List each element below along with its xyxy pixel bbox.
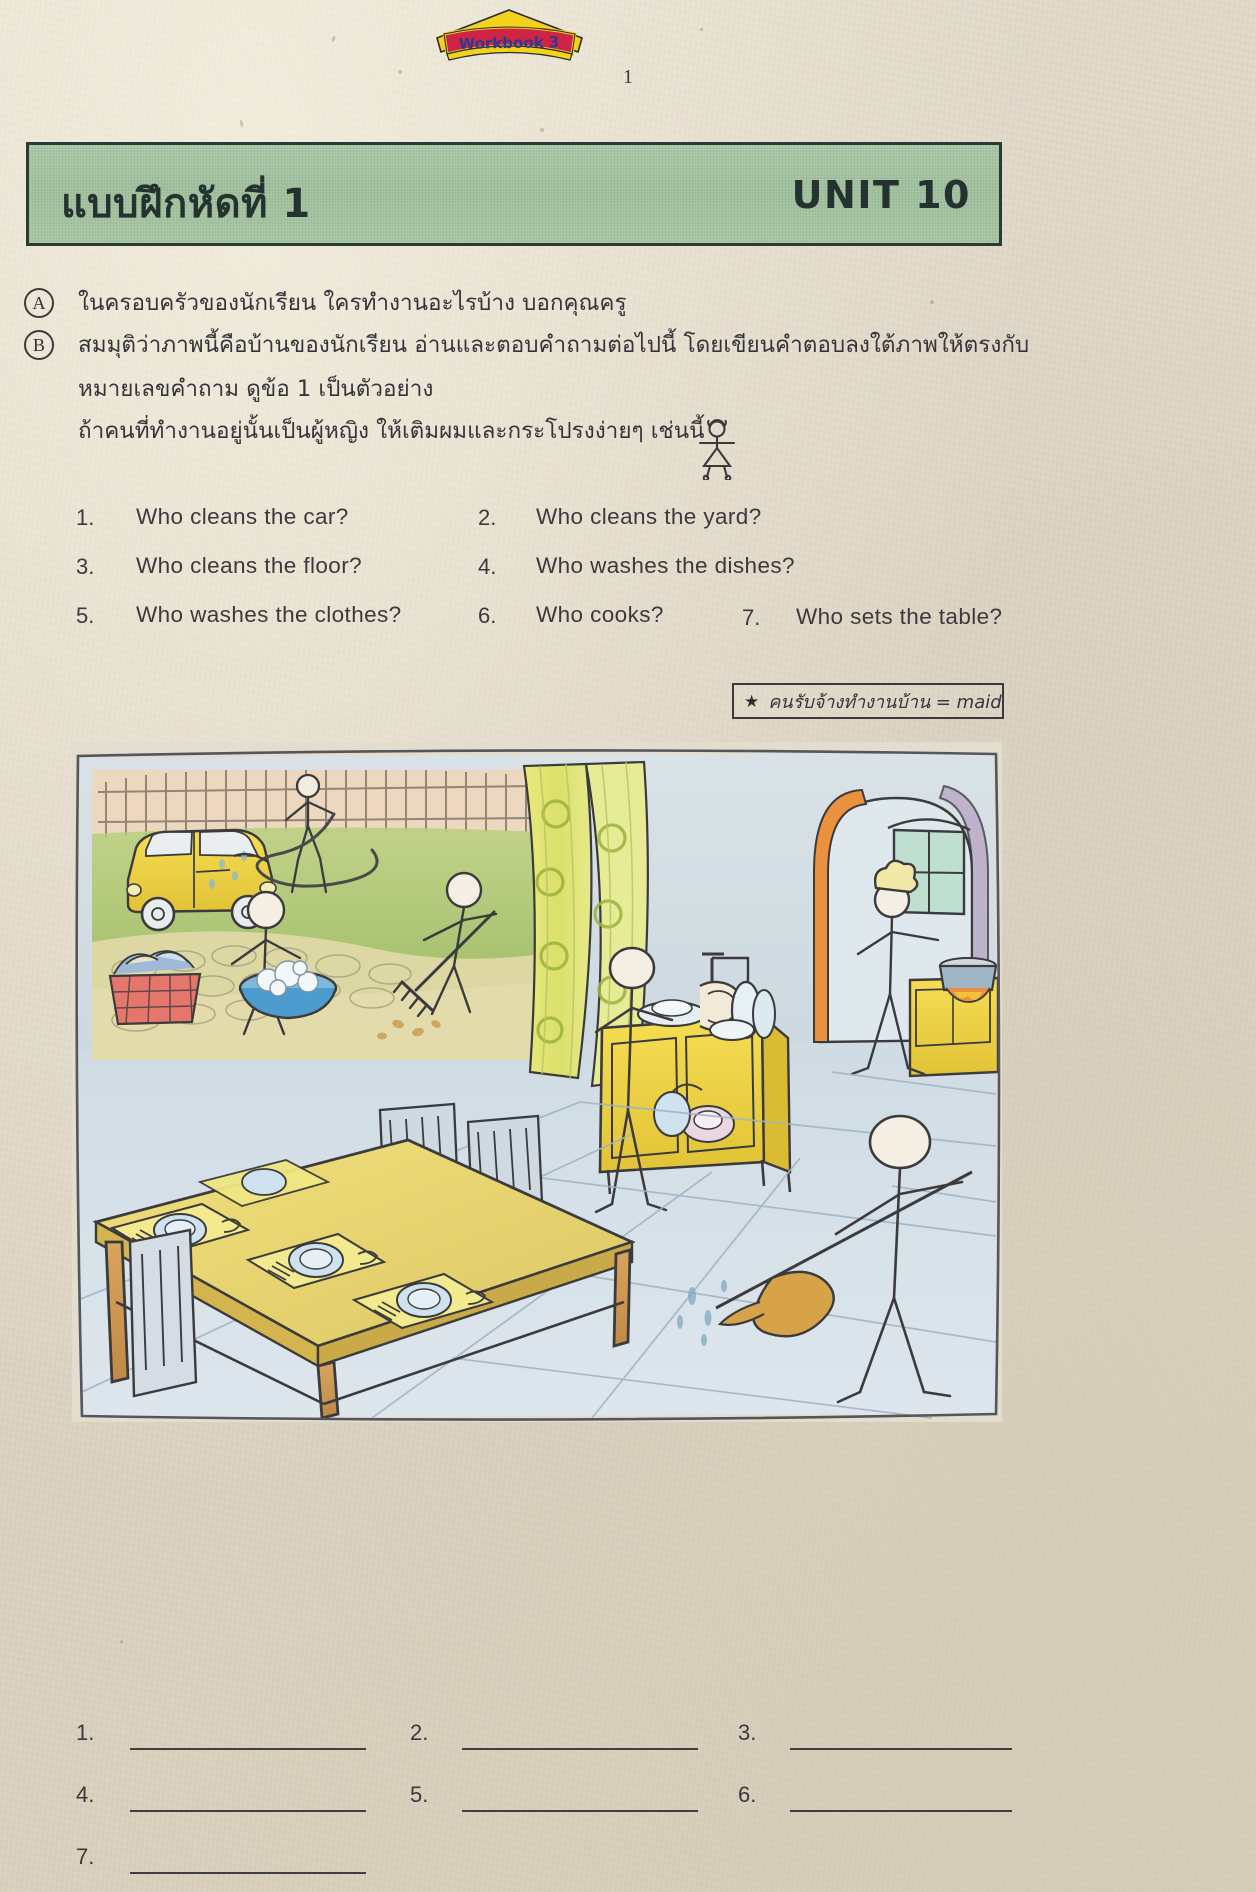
answer-line-5[interactable]: [462, 1810, 698, 1812]
paper-speck: [120, 1640, 123, 1643]
logo-text: Workbook 3: [458, 33, 559, 53]
vocabulary-note-box: ★ คนรับจ้างทำงานบ้าน = maid: [732, 683, 1004, 719]
answer-line-7[interactable]: [130, 1872, 366, 1874]
answer-line-3[interactable]: [790, 1748, 1012, 1750]
exercise-title: แบบฝึกหัดที่ 1: [61, 181, 311, 227]
paper-speck: [398, 70, 402, 74]
question-number-2: 2.: [478, 505, 497, 530]
girl-stick-figure-icon: [690, 418, 744, 482]
question-number-3: 3.: [76, 554, 95, 579]
question-text-6: Who cooks?: [536, 602, 664, 627]
question-text-3: Who cleans the floor?: [136, 553, 363, 578]
page-number: 1: [623, 66, 633, 88]
household-chores-illustration: [72, 742, 1002, 1422]
answer-line-1[interactable]: [130, 1748, 366, 1750]
workbook-logo: Workbook 3: [432, 8, 587, 62]
paper-speck: [930, 300, 934, 304]
paper-speck: [700, 28, 703, 31]
answer-number-3: 3.: [738, 1720, 757, 1745]
instruction-marker-b: B: [24, 330, 54, 360]
answer-number-6: 6.: [738, 1782, 757, 1807]
instruction-b-line2: หมายเลขคำถาม ดูข้อ 1 เป็นตัวอย่าง: [78, 376, 434, 402]
question-number-5: 5.: [76, 603, 95, 628]
star-icon: ★: [744, 691, 760, 711]
answer-number-2: 2.: [410, 1720, 429, 1745]
answer-line-4[interactable]: [130, 1810, 366, 1812]
header-bar: แบบฝึกหัดที่ 1 UNIT 10: [26, 142, 1002, 246]
question-text-1: Who cleans the car?: [136, 504, 349, 529]
question-text-2: Who cleans the yard?: [536, 504, 762, 529]
question-text-5: Who washes the clothes?: [136, 602, 402, 627]
instruction-marker-a: A: [24, 288, 54, 318]
answer-number-1: 1.: [76, 1720, 95, 1745]
answer-line-2[interactable]: [462, 1748, 698, 1750]
answer-number-4: 4.: [76, 1782, 95, 1807]
unit-title: UNIT 10: [791, 173, 971, 217]
answer-line-6[interactable]: [790, 1810, 1012, 1812]
vocabulary-note-text: คนรับจ้างทำงานบ้าน = maid: [768, 691, 1002, 713]
answer-number-5: 5.: [410, 1782, 429, 1807]
instruction-b-line1: สมมุติว่าภาพนี้คือบ้านของนักเรียน อ่านแล…: [78, 332, 1030, 358]
paper-speck: [540, 128, 544, 132]
question-text-4: Who washes the dishes?: [536, 553, 795, 578]
question-number-1: 1.: [76, 505, 95, 530]
question-number-6: 6.: [478, 603, 497, 628]
question-number-7: 7.: [742, 605, 761, 630]
question-number-4: 4.: [478, 554, 497, 579]
question-text-7: Who sets the table?: [796, 604, 1003, 629]
instruction-b-line3: ถ้าคนที่ทำงานอยู่นั้นเป็นผู้หญิง ให้เติม…: [78, 418, 705, 444]
answer-number-7: 7.: [76, 1844, 95, 1869]
instruction-a-text: ในครอบครัวของนักเรียน ใครทำงานอะไรบ้าง บ…: [78, 290, 627, 316]
